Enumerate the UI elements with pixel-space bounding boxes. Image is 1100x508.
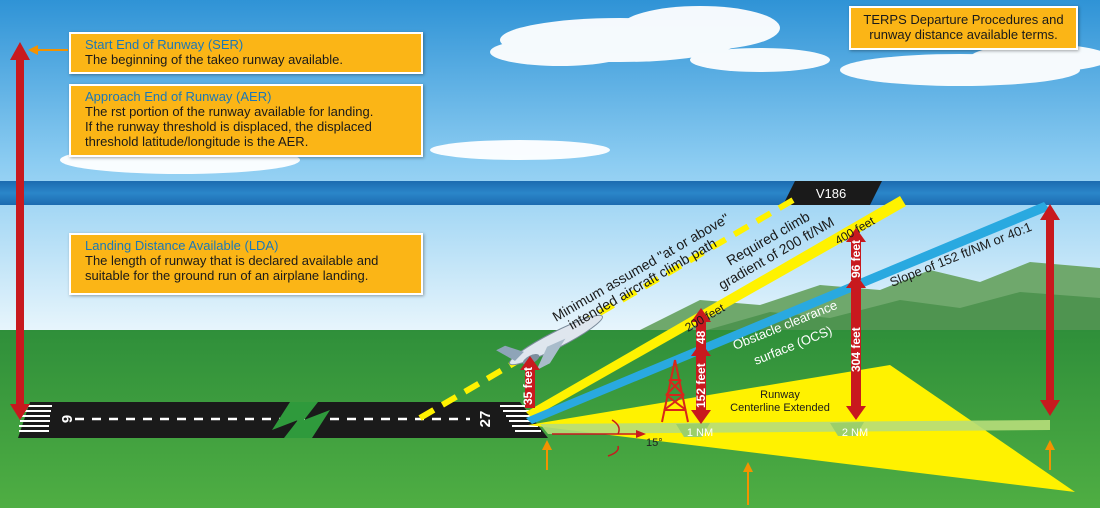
arrow-ser-height <box>16 60 24 410</box>
runway-number-left: 9 <box>59 415 76 423</box>
arrow-right-height <box>1046 218 1054 402</box>
label-35-feet: 35 feet <box>521 367 535 405</box>
arrow-304-feet <box>851 286 861 410</box>
arrow-48 <box>696 320 706 350</box>
extended-centerline <box>540 420 1050 434</box>
diagram-title-box: TERPS Departure Procedures and runway di… <box>849 6 1078 50</box>
lda-text-2: suitable for the ground run of an airpla… <box>85 268 369 283</box>
diagram-title-line-1: TERPS Departure Procedures and <box>863 12 1064 27</box>
label-96-feet: 96 feet <box>849 240 863 278</box>
aircraft <box>496 314 603 371</box>
ser-callout: Start End of Runway (SER) The beginning … <box>69 32 423 74</box>
arrow-96-feet <box>851 240 861 280</box>
angle-indicator <box>552 419 640 457</box>
aer-title: Approach End of Runway (AER) <box>85 89 272 104</box>
airway-label: V186 <box>816 186 846 201</box>
aer-text-1: The rst portion of the runway available … <box>85 104 374 119</box>
runway-threshold-left <box>19 405 52 432</box>
runway-break-symbol <box>272 402 330 438</box>
aer-text-3: threshold latitude/longitude is the AER. <box>85 134 309 149</box>
aer-text-2: If the runway threshold is displaced, th… <box>85 119 372 134</box>
label-304-feet: 304 feet <box>849 327 863 372</box>
lda-callout: Landing Distance Available (LDA) The len… <box>69 233 423 295</box>
lda-text-1: The length of runway that is declared av… <box>85 253 379 268</box>
ocs-plane <box>526 202 1050 424</box>
runway-number-right: 27 <box>477 411 494 428</box>
lda-title: Landing Distance Available (LDA) <box>85 238 279 253</box>
nm-2-label: 2 NM <box>842 427 868 439</box>
aer-callout: Approach End of Runway (AER) The rst por… <box>69 84 423 157</box>
guide-arrows <box>28 45 1055 505</box>
runway-threshold-right <box>500 405 541 432</box>
arrow-152-feet <box>696 354 706 414</box>
centerline-label-2: Centerline Extended <box>730 402 830 414</box>
nm-1-label: 1 NM <box>687 427 713 439</box>
airway-band <box>0 181 1100 205</box>
ser-title: Start End of Runway (SER) <box>85 37 244 52</box>
height-arrows <box>10 42 1060 424</box>
diagram-title-line-2: runway distance available terms. <box>869 27 1058 42</box>
ser-text: The beginning of the takeo runway availa… <box>85 52 344 67</box>
climb-gradient-plane <box>526 196 906 418</box>
arrow-35-feet <box>525 368 535 408</box>
angle-label: 15° <box>646 437 663 449</box>
label-48: 48 <box>694 330 708 344</box>
assumed-climb-path <box>418 193 802 421</box>
label-152-feet: 152 feet <box>694 363 708 408</box>
airway-marker <box>783 181 882 205</box>
obstacle-tower <box>661 359 689 423</box>
centerline-label-1: Runway <box>760 389 800 401</box>
